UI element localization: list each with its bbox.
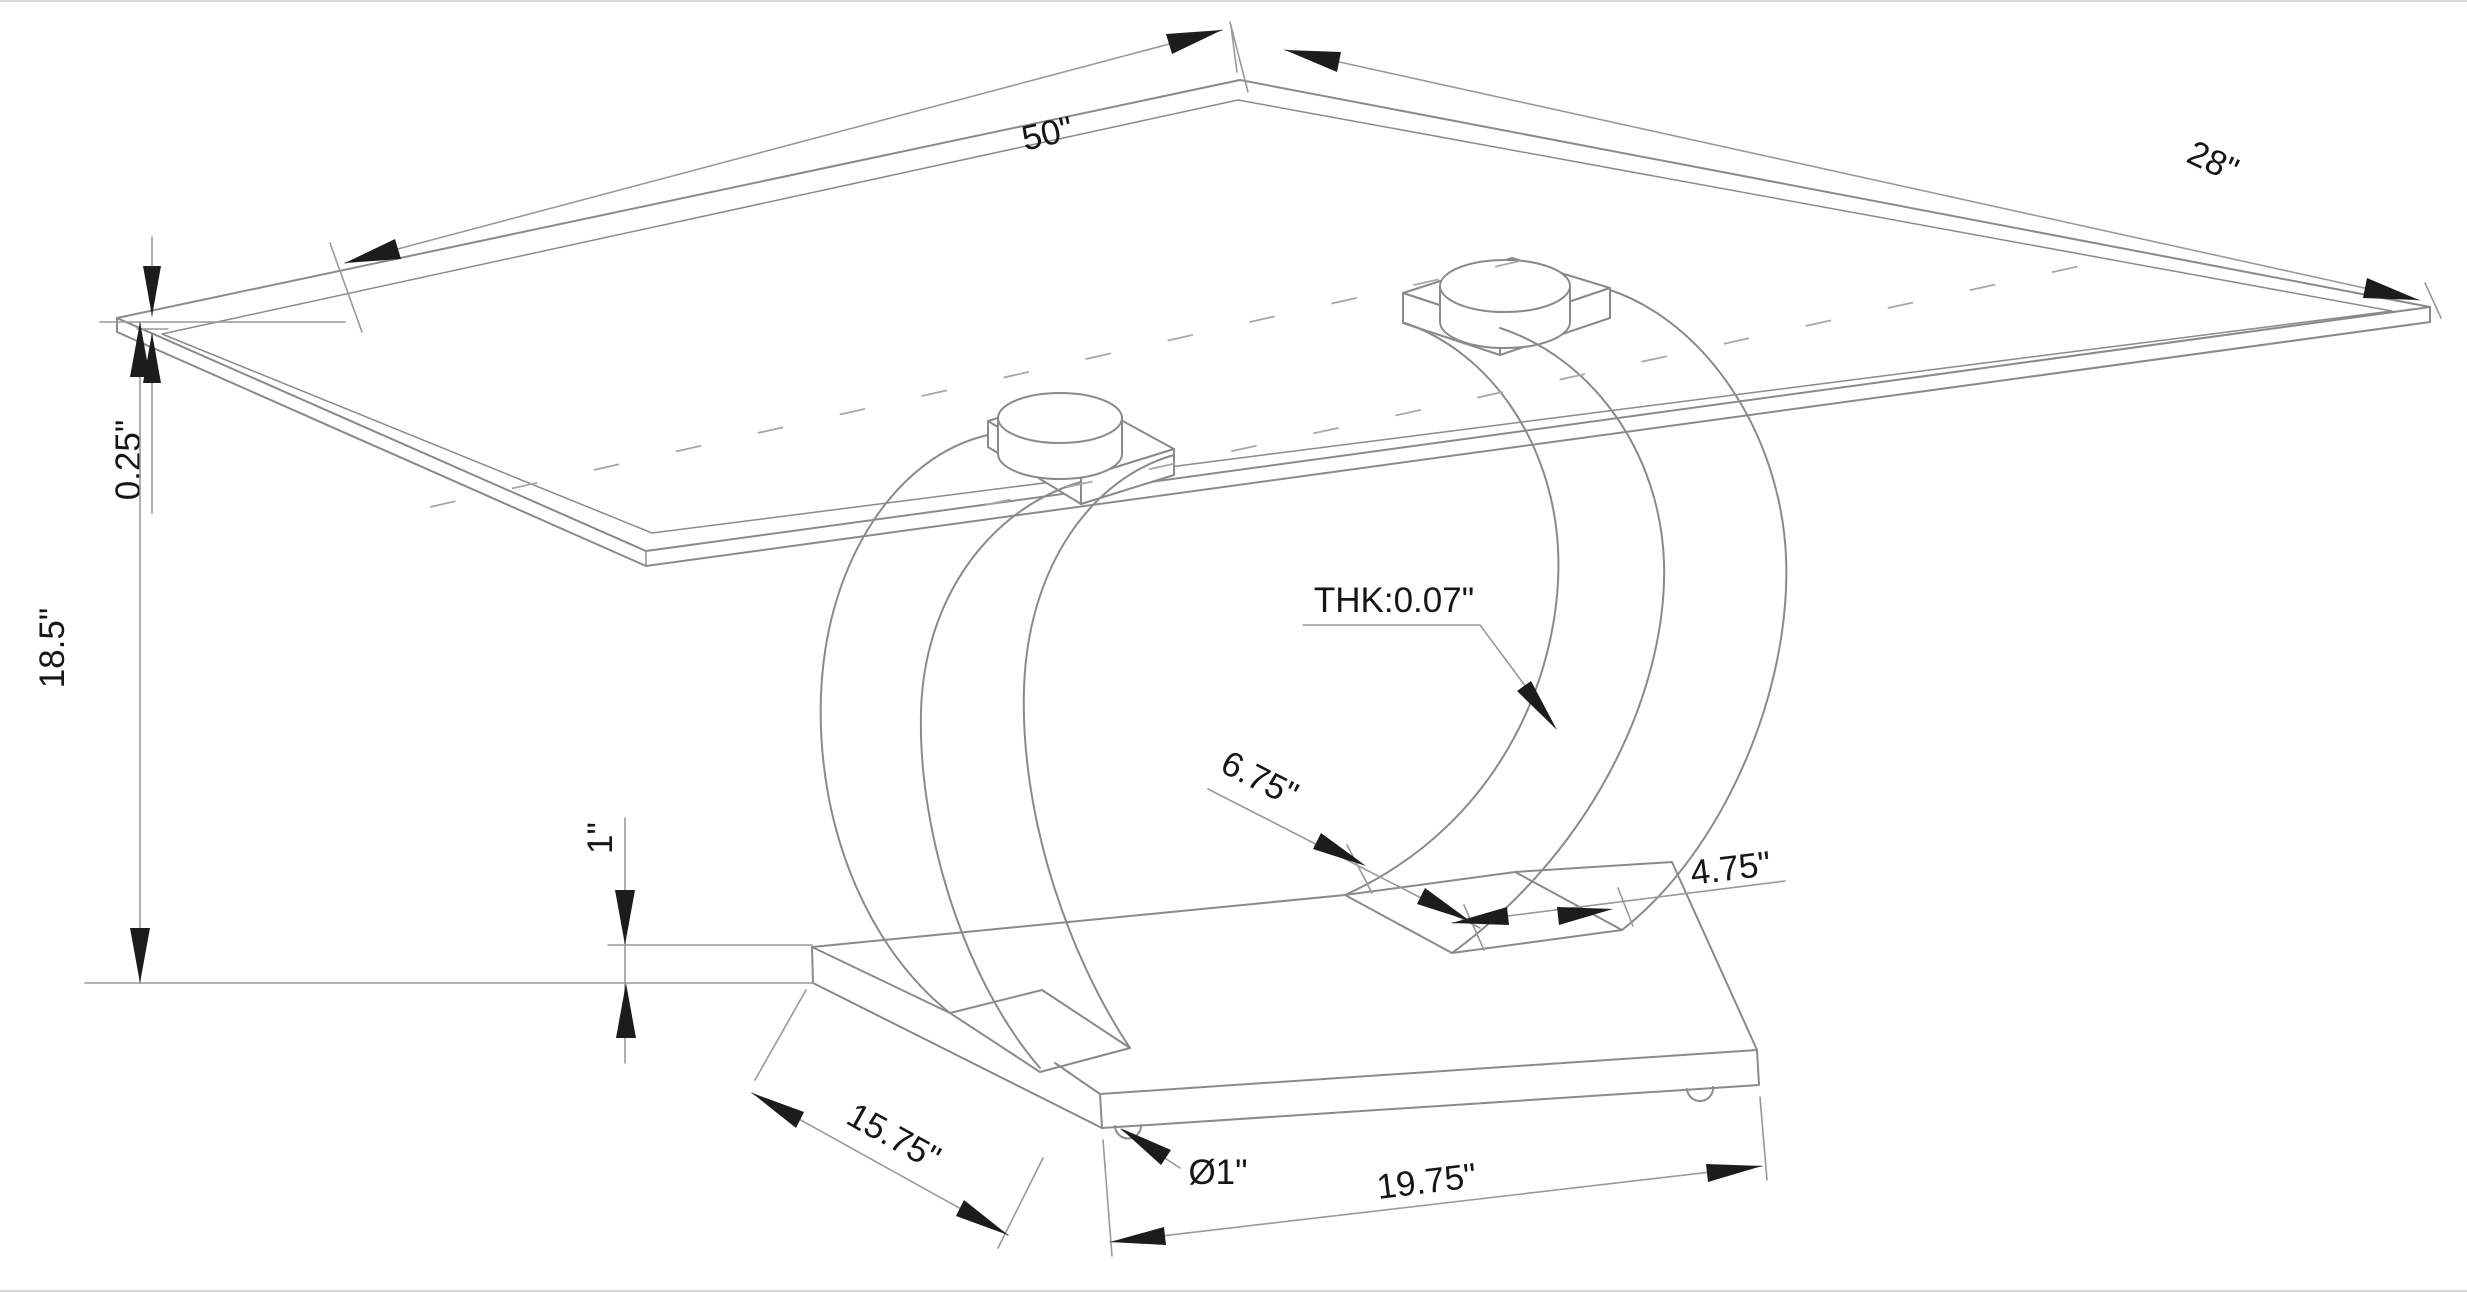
- base-right-face: [1101, 1049, 1760, 1129]
- arrowhead: [752, 1093, 804, 1128]
- base-back-edge-right: [1514, 861, 1758, 1051]
- callout-thk: THK:0.07": [1302, 581, 1557, 730]
- arrowhead: [956, 1200, 1008, 1235]
- arrowhead: [1452, 907, 1509, 925]
- dim-base-depth-label: 15.75": [841, 1095, 947, 1178]
- arrowhead: [1706, 1164, 1762, 1182]
- arrowhead: [1166, 30, 1222, 54]
- dim-height-label: 18.5": [33, 608, 72, 689]
- arrowhead: [2363, 278, 2419, 300]
- glass-thickness-edge: [116, 306, 2431, 567]
- dim-foot-side-label: 4.75": [1688, 844, 1773, 893]
- arrowhead: [345, 239, 401, 263]
- arrowhead: [615, 890, 635, 945]
- reflection-line-2: [984, 264, 2086, 506]
- arrowhead: [616, 983, 636, 1038]
- dim-top-length-label: 50": [1018, 109, 1077, 159]
- glass-reflection-lines: [429, 251, 2086, 508]
- arrowhead: [1120, 1128, 1171, 1165]
- dimension-1: 1": [581, 817, 813, 1064]
- arrowhead: [1557, 907, 1613, 925]
- base-glide-right: [1686, 1086, 1715, 1102]
- dim-glass-thickness-label: 0.25": [109, 420, 148, 501]
- arrowhead: [1417, 888, 1470, 921]
- arrowhead: [1517, 681, 1557, 730]
- back-leg-outer-curve: [1609, 289, 1788, 931]
- base-front-edges: [1054, 1049, 1758, 1095]
- front-leg-outer-curve: [819, 434, 989, 1014]
- base-plate: [811, 861, 1760, 1140]
- dim-base-thickness-label: 1": [581, 822, 620, 854]
- glass-top: [116, 79, 2431, 567]
- back-leg: [1344, 257, 1788, 954]
- back-leg-inner-curve: [1344, 322, 1560, 896]
- callout-glide: Ø1": [1120, 1128, 1248, 1192]
- front-leg-inner-curve: [1022, 454, 1175, 1049]
- dimension-675: 6.75": [1207, 743, 1485, 951]
- arrowhead: [130, 322, 150, 377]
- front-leg-foot: [949, 989, 1131, 1073]
- base-front-left-edge-a: [811, 946, 951, 1014]
- dimension-475: 4.75": [1451, 844, 1786, 927]
- front-leg-cap-top: [997, 392, 1123, 444]
- dim-base-length-label: 19.75": [1375, 1156, 1479, 1207]
- dim-top-depth-label: 28": [2181, 133, 2244, 190]
- arrowhead: [130, 928, 150, 983]
- back-leg-middle-curve: [1451, 327, 1666, 954]
- arrowhead: [1285, 50, 1341, 72]
- material-thickness-label: THK:0.07": [1314, 581, 1474, 620]
- reflection-line-1: [429, 251, 1561, 508]
- front-leg: [819, 392, 1175, 1073]
- back-leg-cap-top: [1439, 259, 1571, 313]
- arrowhead: [1313, 833, 1366, 866]
- image-bottom-border: [0, 1290, 2467, 1292]
- image-top-border: [0, 0, 2467, 2]
- arrowhead: [143, 266, 161, 316]
- dimension-1575: 15.75": [751, 989, 1044, 1249]
- arrowhead: [1110, 1227, 1166, 1245]
- front-leg-middle-curve: [919, 481, 1082, 1069]
- back-leg-foot: [1344, 871, 1623, 954]
- base-glide-front: [1114, 1124, 1143, 1140]
- glass-bevel-line: [161, 99, 2393, 534]
- base-left-face: [811, 946, 1103, 1129]
- glide-diameter-label: Ø1": [1188, 1153, 1247, 1192]
- base-back-edge-left: [811, 894, 1346, 948]
- dimension-185: 18.5": [33, 321, 814, 984]
- dimension-50: 50": [329, 21, 1249, 333]
- dim-foot-front-label: 6.75": [1215, 743, 1304, 814]
